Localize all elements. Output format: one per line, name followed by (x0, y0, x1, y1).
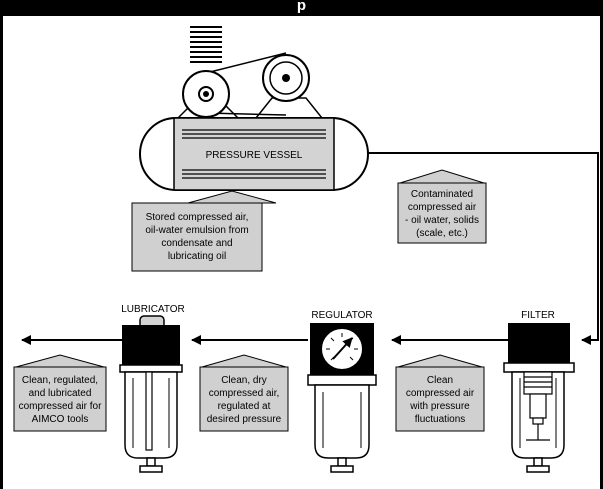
note-stored-air-line2: oil-water emulsion from (145, 225, 248, 236)
regulator-label: REGULATOR (311, 310, 372, 321)
note-clean-lubricated: Clean, regulated, and lubricated compres… (13, 354, 107, 432)
regulator-drain-stem (337, 457, 347, 467)
note-clean-dry-line2: compressed air, (209, 388, 280, 399)
lubricator-drain-stem (146, 457, 156, 467)
note-clean-fluctuating: Clean compressed air with pressure fluct… (395, 354, 485, 432)
motor-pulley-hub (282, 74, 290, 82)
main-air-line (368, 152, 599, 345)
lubricator-label: LUBRICATOR (121, 304, 185, 315)
filter-label: FILTER (521, 310, 555, 321)
note-clean-dry-line1: Clean, dry (221, 375, 267, 386)
cooling-fins-icon (190, 26, 222, 63)
note-contaminated-line3: - oil water, solids (405, 215, 479, 226)
lubricator-siphon-tube (145, 371, 153, 451)
frame-left-border (0, 16, 3, 489)
filter-drain-stem (533, 457, 543, 467)
note-stored-air-line1: Stored compressed air, (146, 212, 249, 223)
lubricator-collar (119, 364, 183, 373)
regulator-unit: REGULATOR (307, 310, 377, 473)
pressure-vessel-label: PRESSURE VESSEL (206, 150, 303, 161)
compressor-pulley-hub (203, 91, 209, 97)
note-clean-lubricated-line1: Clean, regulated, (22, 375, 98, 386)
note-clean-lubricated-line2: and lubricated (29, 388, 92, 399)
note-clean-dry-line4: desired pressure (207, 414, 282, 425)
frame-right-border (600, 16, 603, 489)
note-contaminated: Contaminated compressed air - oil water,… (397, 169, 487, 244)
note-clean-fluct-line1: Clean (427, 375, 453, 386)
note-contaminated-line4: (scale, etc.) (416, 228, 468, 239)
filter-collar (503, 362, 575, 373)
regulator-drain (330, 465, 354, 473)
filter-body (508, 323, 570, 363)
header-bar: p (0, 0, 603, 16)
note-clean-fluct-line4: fluctuations (415, 414, 466, 425)
note-clean-fluct-line2: compressed air (406, 388, 475, 399)
regulator-collar (307, 374, 377, 386)
note-contaminated-line2: compressed air (408, 202, 477, 213)
lubricator-body (122, 325, 180, 365)
filter-unit: FILTER (503, 310, 575, 473)
note-stored-air-line3: condensate and (161, 238, 232, 249)
note-clean-lubricated-line3: compressed air for (19, 401, 102, 412)
note-stored-air-line4: lubricating oil (168, 251, 226, 262)
note-clean-lubricated-line4: AIMCO tools (32, 414, 89, 425)
note-clean-dry-regulated: Clean, dry compressed air, regulated at … (199, 354, 289, 432)
note-contaminated-line1: Contaminated (411, 189, 473, 200)
regulator-bowl (314, 384, 370, 459)
note-stored-air: Stored compressed air, oil-water emulsio… (131, 190, 277, 272)
lubricator-drain (139, 465, 163, 473)
filter-element-icon (523, 371, 553, 441)
note-clean-dry-line3: regulated at (218, 401, 271, 412)
vessel-stripes (182, 129, 326, 179)
gauge-needle (332, 337, 353, 360)
header-title: p (296, 0, 307, 14)
note-clean-fluct-line3: with pressure (409, 401, 470, 412)
compressor: PRESSURE VESSEL (139, 26, 369, 191)
filter-drain (526, 465, 550, 473)
lubricator-unit: LUBRICATOR (119, 304, 185, 473)
